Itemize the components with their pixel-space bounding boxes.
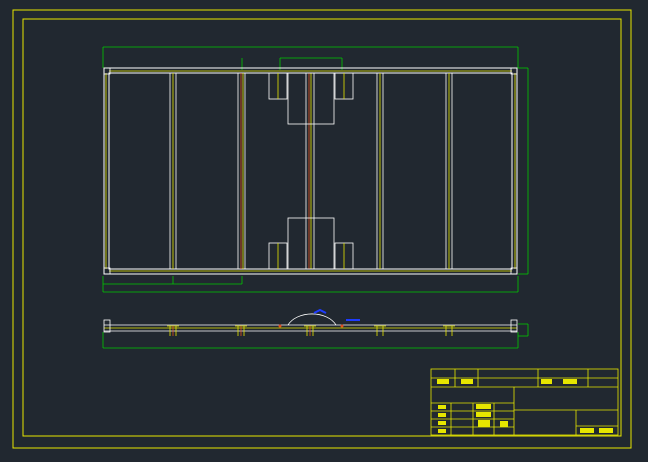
sheet-outer-border [12, 9, 632, 449]
blue-annotation-marks [313, 308, 360, 321]
plan-dimension-lines [102, 46, 529, 293]
crossmember-1[interactable] [169, 73, 177, 269]
title-block-grid [430, 368, 619, 436]
sheet-inner-border [22, 18, 622, 437]
mount-block-top[interactable] [268, 72, 354, 125]
plan-view[interactable] [102, 46, 529, 293]
elevation-supports [167, 325, 455, 336]
title-block[interactable] [430, 368, 619, 436]
elevation-view[interactable] [102, 308, 529, 349]
mount-block-bottom[interactable] [268, 217, 354, 270]
elevation-support-ties [172, 326, 311, 336]
corner-plates [103, 67, 518, 275]
title-block-label-blocks [437, 379, 613, 433]
crossmember-4[interactable] [376, 73, 384, 269]
frame-inner-rails [105, 70, 516, 272]
swing-arc [287, 313, 337, 326]
crossmember-3-center[interactable] [305, 73, 315, 269]
elevation-pin-marks [278, 324, 344, 328]
crossmember-2[interactable] [237, 73, 246, 269]
crossmember-5[interactable] [445, 73, 453, 269]
frame-outline [103, 67, 518, 275]
elevation-dimension-lines [102, 323, 529, 349]
